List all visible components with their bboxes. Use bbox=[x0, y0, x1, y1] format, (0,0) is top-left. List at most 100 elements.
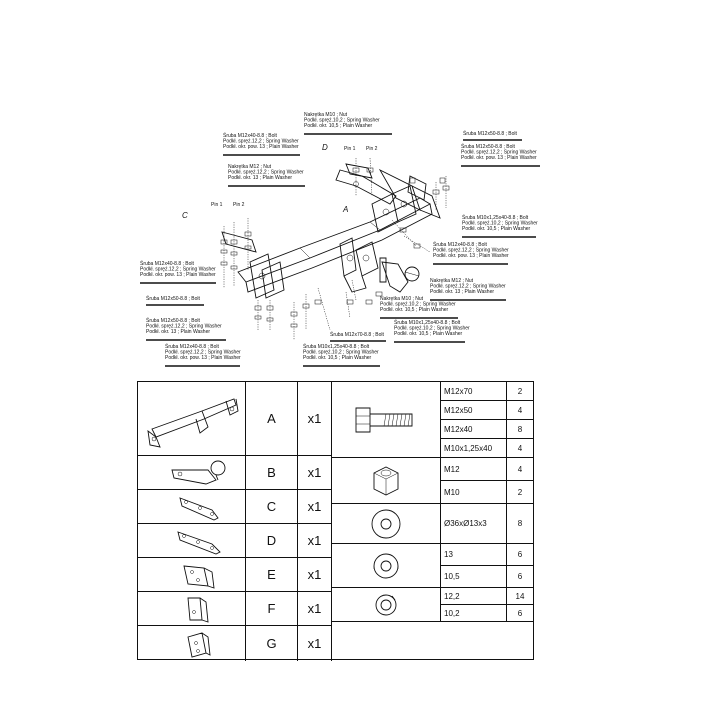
spring-washer-image bbox=[332, 588, 441, 622]
part-d-letter: D bbox=[246, 524, 298, 558]
callout-line: Podkł. okr. 13 ; Plain Washer bbox=[228, 175, 292, 181]
callout-line: Podkł. spręż.12,2 ; Spring Washer bbox=[146, 324, 222, 330]
hw-count: 14 bbox=[507, 588, 533, 605]
callout-line: Śruba M12x50-8.8 ; Bolt bbox=[146, 294, 201, 302]
hw-count: 8 bbox=[507, 504, 533, 544]
callout-line: Podkł. spręż.10,2 ; Spring Washer bbox=[462, 221, 538, 227]
callout-line: Podkł. okr. 13 ; Plain Washer bbox=[430, 289, 494, 295]
plate-f-icon bbox=[187, 597, 209, 623]
part-d-image bbox=[138, 524, 246, 558]
part-e-image bbox=[138, 558, 246, 592]
hw-size: 13 bbox=[441, 544, 507, 566]
callout-line: Podkł. spręż.12,2 ; Spring Washer bbox=[228, 170, 304, 176]
bracket-c-icon bbox=[178, 496, 219, 520]
hw-count: 6 bbox=[507, 544, 533, 566]
callout-line: Nakrętka M10 ; Nut bbox=[304, 112, 348, 118]
letter-a: A bbox=[342, 205, 348, 214]
hw-size: 10,5 bbox=[441, 566, 507, 588]
callout-bolt-m12x50-left: Śruba M12x50-8.8 ; Bolt bbox=[146, 294, 201, 302]
pin-label: Pin 2 bbox=[233, 202, 245, 208]
callout-line: Podkł. okr. 10,5 ; Plain Washer bbox=[304, 123, 373, 129]
pin-label: Pin 1 bbox=[344, 146, 356, 152]
hw-size: 12,2 bbox=[441, 588, 507, 605]
bolt-image bbox=[332, 382, 441, 458]
callout-line: Śruba M12x50-8.8 ; Bolt bbox=[463, 129, 518, 137]
callout-line: Podkł. spręż.10,2 ; Spring Washer bbox=[304, 118, 380, 124]
pin-label: Pin 1 bbox=[211, 202, 223, 208]
callout-line: Śruba M10x1,25x40-8.8 ; Bolt bbox=[303, 342, 370, 350]
plain-washer-icon bbox=[373, 553, 399, 578]
part-c-letter: C bbox=[246, 490, 298, 524]
plate-e-icon bbox=[182, 564, 215, 589]
callout-line: Podkł. okr. 10,5 ; Plain Washer bbox=[394, 331, 463, 337]
callout-line: Śruba M12x40-8.8 ; Bolt bbox=[165, 342, 220, 350]
crossbar-drawing bbox=[237, 168, 441, 299]
part-b-letter: B bbox=[246, 456, 298, 490]
spring-washer-icon bbox=[375, 594, 397, 615]
hw-size: M10 bbox=[441, 481, 507, 504]
part-c-image bbox=[138, 490, 246, 524]
callout-line: Śruba M12x70-8.8 ; Bolt bbox=[330, 330, 385, 338]
hw-count: 4 bbox=[507, 439, 533, 458]
callout-line: Śruba M12x40-8.8 ; Bolt bbox=[223, 131, 278, 139]
hw-size: M12x40 bbox=[441, 420, 507, 439]
callout-line: Podkł. spręż.10,2 ; Spring Washer bbox=[394, 326, 470, 332]
callout-line: Podkł. okr. pow. 13 ; Plain Washer bbox=[433, 253, 509, 259]
part-a-image bbox=[138, 382, 246, 456]
callout-line: Podkł. spręż.12,2 ; Spring Washer bbox=[430, 284, 506, 290]
plate-g-icon bbox=[186, 631, 211, 658]
callout-line: Śruba M12x40-8.8 ; Bolt bbox=[433, 240, 488, 248]
plain-washer-image bbox=[332, 544, 441, 588]
fastener-stacks bbox=[220, 157, 450, 340]
letter-c: C bbox=[182, 211, 188, 220]
callout-line: Nakrętka M10 ; Nut bbox=[380, 296, 424, 302]
hw-size: Ø36xØ13x3 bbox=[441, 504, 507, 544]
hw-size: M12 bbox=[441, 458, 507, 481]
hw-count: 6 bbox=[507, 605, 533, 622]
callout-line: Śruba M10x1,25x40-8.8 ; Bolt bbox=[462, 213, 529, 221]
part-f-image bbox=[138, 592, 246, 626]
nut-icon bbox=[373, 465, 399, 496]
callout-line: Podkł. spręż.12,2 ; Spring Washer bbox=[165, 350, 241, 356]
part-a-letter: A bbox=[246, 382, 298, 456]
part-b-qty: x1 bbox=[298, 456, 332, 490]
callout-line: Śruba M12x50-8.8 ; Bolt bbox=[146, 316, 201, 324]
hw-size: M10x1,25x40 bbox=[441, 439, 507, 458]
hw-size: 10,2 bbox=[441, 605, 507, 622]
callout-bolt-m12x50-top: Śruba M12x50-8.8 ; Bolt bbox=[463, 129, 518, 137]
large-washer-image bbox=[332, 504, 441, 544]
bracket-d-icon bbox=[176, 530, 221, 554]
callout-line: Śruba M12x50-8.8 ; Bolt bbox=[461, 142, 516, 150]
part-e-letter: E bbox=[246, 558, 298, 592]
callout-line: Podkł. okr. pow. 13 ; Plain Washer bbox=[165, 355, 241, 361]
hw-count: 4 bbox=[507, 458, 533, 481]
part-c-qty: x1 bbox=[298, 490, 332, 524]
callout-line: Podkł. okr. 10,5 ; Plain Washer bbox=[380, 307, 449, 313]
callout-line: Podkł. spręż.10,2 ; Spring Washer bbox=[303, 350, 379, 356]
part-e-qty: x1 bbox=[298, 558, 332, 592]
callout-line: Podkł. spręż.12,2 ; Spring Washer bbox=[461, 150, 537, 156]
callout-line: Podkł. okr. 10,5 ; Plain Washer bbox=[303, 355, 372, 361]
hw-count: 6 bbox=[507, 566, 533, 588]
callout-line: Podkł. okr. pow. 13 ; Plain Washer bbox=[140, 272, 216, 278]
crossbar-icon bbox=[146, 397, 238, 448]
callout-line: Podkł. okr. pow. 13 ; Plain Washer bbox=[223, 144, 299, 150]
part-g-image bbox=[138, 626, 246, 661]
callout-line: Śruba M10x1,25x40-8.8 ; Bolt bbox=[394, 318, 461, 326]
callout-line: Podkł. spręż.12,2 ; Spring Washer bbox=[223, 139, 299, 145]
nut-image bbox=[332, 458, 441, 504]
callout-line: Podkł. spręż.12,2 ; Spring Washer bbox=[140, 267, 216, 273]
hw-count: 2 bbox=[507, 382, 533, 401]
hw-size: M12x70 bbox=[441, 382, 507, 401]
bolt-icon bbox=[355, 407, 413, 432]
